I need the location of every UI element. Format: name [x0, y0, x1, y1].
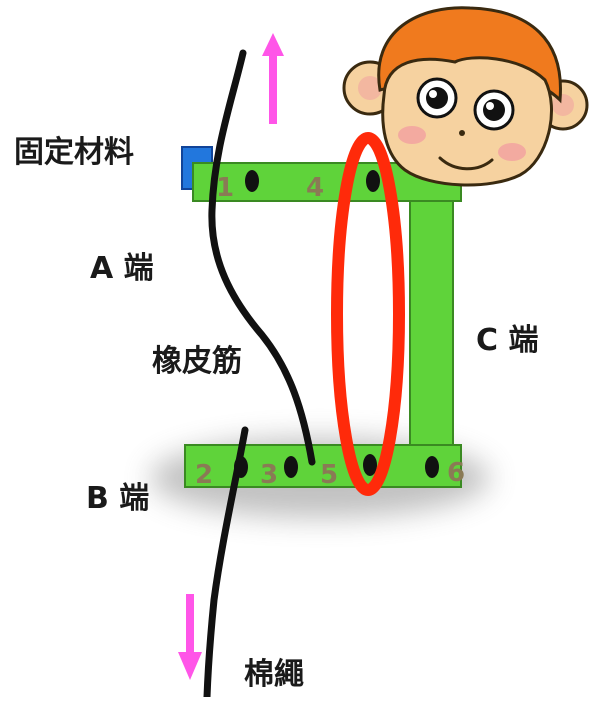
- hole-3: [284, 456, 298, 478]
- c-end-label: C 端: [476, 323, 539, 358]
- hole-2: [234, 456, 248, 478]
- down-arrow-icon: [178, 594, 202, 680]
- monkey-mascot-icon: [342, 6, 589, 187]
- a-end-label: A 端: [90, 251, 154, 286]
- hole-number-2: 2: [195, 460, 213, 490]
- hole-number-1: 1: [216, 173, 234, 203]
- highlight-ellipse: [331, 132, 405, 496]
- rubber-band-line: [208, 49, 316, 466]
- hole-6: [425, 456, 439, 478]
- b-end-label: B 端: [86, 481, 150, 516]
- fixed-material-label: 固定材料: [14, 135, 134, 170]
- c-end-post: [409, 184, 454, 458]
- hole-number-6: 6: [447, 458, 465, 488]
- hole-number-4: 4: [306, 173, 324, 203]
- hole-5: [363, 454, 377, 476]
- rubber-band-label: 橡皮筋: [152, 344, 242, 379]
- cotton-rope-label: 棉繩: [244, 657, 304, 692]
- bottom-bar: [184, 444, 462, 488]
- hole-number-5: 5: [320, 460, 338, 490]
- hole-1: [245, 170, 259, 192]
- up-arrow-icon: [262, 33, 284, 124]
- hole-number-3: 3: [260, 460, 278, 490]
- hole-4: [366, 170, 380, 192]
